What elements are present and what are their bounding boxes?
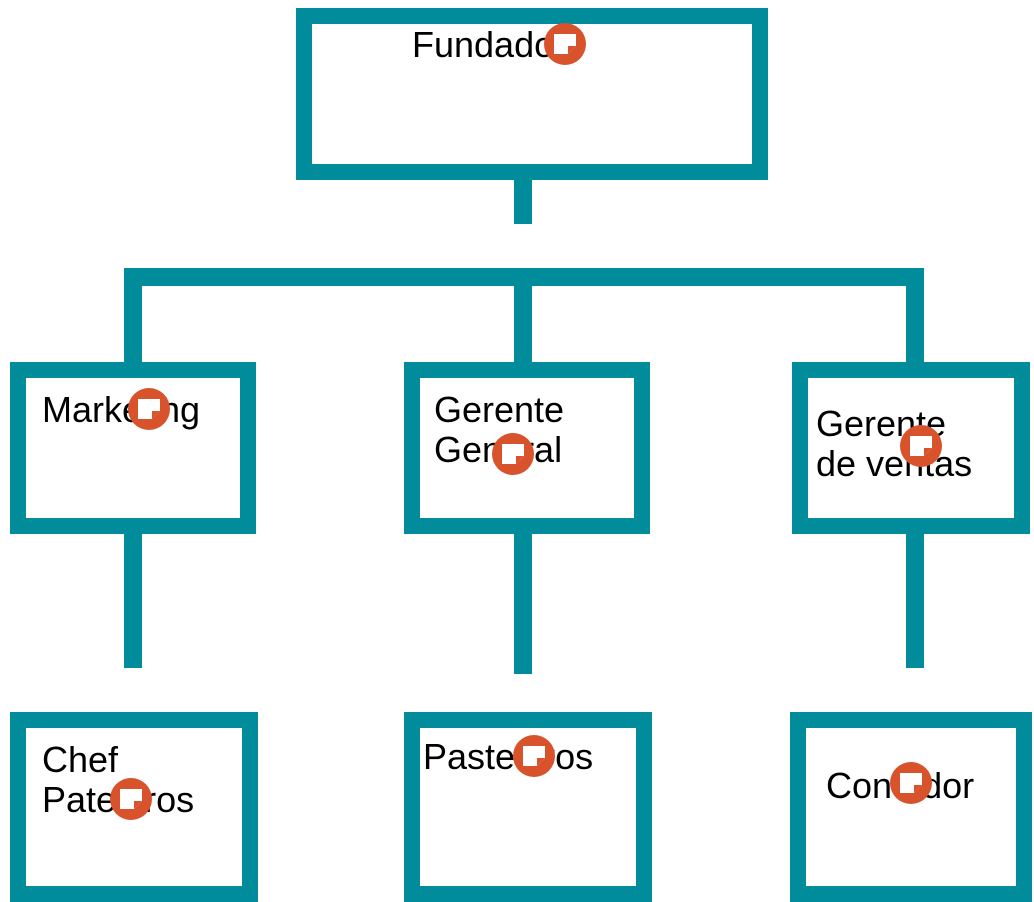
comment-note-icon[interactable] xyxy=(544,23,586,65)
org-box-label: Marketing xyxy=(42,389,201,430)
connector-gerente-ventas-down xyxy=(906,532,924,668)
comment-note-icon[interactable] xyxy=(110,778,152,820)
connector-to-gerente-ventas xyxy=(906,268,924,366)
org-box-label: Pasteleros xyxy=(423,736,594,777)
label-line: Gerente xyxy=(434,389,565,430)
label-line: Fundador xyxy=(412,24,567,65)
comment-note-icon[interactable] xyxy=(513,735,555,777)
org-box-fundador xyxy=(296,8,768,180)
comment-note-icon[interactable] xyxy=(890,762,932,804)
org-box-label: Gerente de ventas xyxy=(816,403,973,485)
comment-note-icon[interactable] xyxy=(492,433,534,475)
org-box-chef-pateleros xyxy=(10,712,258,902)
label-line: de ventas xyxy=(816,443,973,485)
comment-note-icon[interactable] xyxy=(128,388,170,430)
label-line: Gerente xyxy=(816,403,947,444)
comment-note-icon[interactable] xyxy=(900,425,942,467)
connector-gerente-general-down xyxy=(514,532,532,674)
connector-root-down xyxy=(514,178,532,224)
org-box-label: Gerente General xyxy=(434,389,565,471)
connector-marketing-down xyxy=(124,532,142,668)
label-line: Pasteleros xyxy=(423,736,594,777)
org-box-label: Fundador xyxy=(412,24,567,65)
connector-to-marketing xyxy=(124,268,142,366)
org-box-contador xyxy=(790,712,1032,902)
label-line: Chef xyxy=(42,739,119,780)
label-line: Marketing xyxy=(42,389,201,430)
connector-to-gerente-general xyxy=(514,268,532,366)
org-box-marketing xyxy=(10,362,256,534)
